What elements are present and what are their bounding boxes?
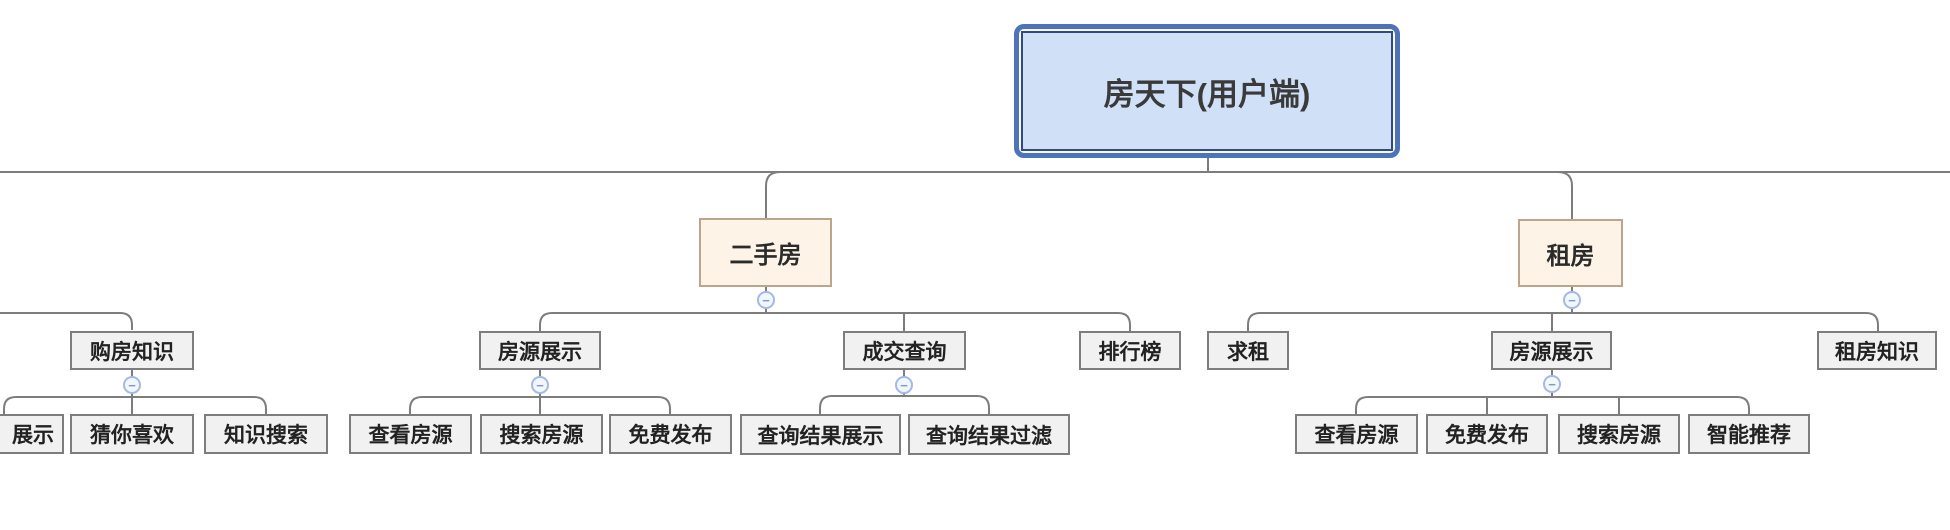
node-zufang-zhishi[interactable]: 租房知识 [1817,331,1937,370]
zufang-drop-line [1557,171,1573,219]
node-zhishi-sousuo[interactable]: 知识搜索 [204,414,328,454]
ershoufang-children-bus [539,312,1131,331]
node-zhineng-tuijian[interactable]: 智能推荐 [1688,414,1810,454]
zufang-children-bus [1247,312,1879,331]
zf-fangyuan-children-bus [1355,396,1750,414]
node-zf-chakan-fangyuan[interactable]: 查看房源 [1295,414,1418,454]
node-chaxun-jieguo-guolv[interactable]: 查询结果过滤 [908,414,1070,455]
collapse-toggle-ershoufang[interactable]: − [757,291,775,309]
node-root-label: 房天下(用户端) [1021,31,1393,151]
node-chaxun-jieguo-zhanshi[interactable]: 查询结果展示 [740,414,901,455]
node-zf-sousuo-fangyuan[interactable]: 搜索房源 [1558,414,1680,454]
node-cai-ni-xihuan[interactable]: 猜你喜欢 [70,414,194,454]
node-chengjiao-chaxun[interactable]: 成交查询 [843,331,966,370]
node-esf-fangyuan-zhanshi[interactable]: 房源展示 [479,331,601,370]
collapse-toggle-zf-fangyuan[interactable]: − [1543,375,1561,393]
collapse-toggle-zufang[interactable]: − [1563,291,1581,309]
node-goufang-zhishi[interactable]: 购房知识 [70,331,194,370]
node-qiuzu[interactable]: 求租 [1207,331,1289,370]
collapse-toggle-esf-fangyuan[interactable]: − [531,376,549,394]
goufang-children-bus [3,396,267,414]
left-branch-bus-line [0,312,133,330]
node-esf-chakan-fangyuan[interactable]: 查看房源 [349,414,472,454]
chengjiao-children-bus [819,395,990,414]
node-esf-sousuo-fangyuan[interactable]: 搜索房源 [480,414,603,454]
node-zf-fangyuan-zhanshi[interactable]: 房源展示 [1491,331,1612,370]
collapse-toggle-chengjiao[interactable]: − [895,376,913,394]
node-zf-mianfei-fabu[interactable]: 免费发布 [1426,414,1548,454]
node-paihangbang[interactable]: 排行榜 [1079,331,1181,370]
node-clipped-zhanshi[interactable]: 展示 [0,414,64,454]
node-root[interactable]: 房天下(用户端) [1014,24,1400,158]
collapse-toggle-goufang-zhishi[interactable]: − [123,376,141,394]
node-zufang[interactable]: 租房 [1518,219,1623,287]
ershoufang-drop-line [765,171,781,218]
node-esf-mianfei-fabu[interactable]: 免费发布 [609,414,732,454]
node-ershoufang[interactable]: 二手房 [699,218,832,287]
